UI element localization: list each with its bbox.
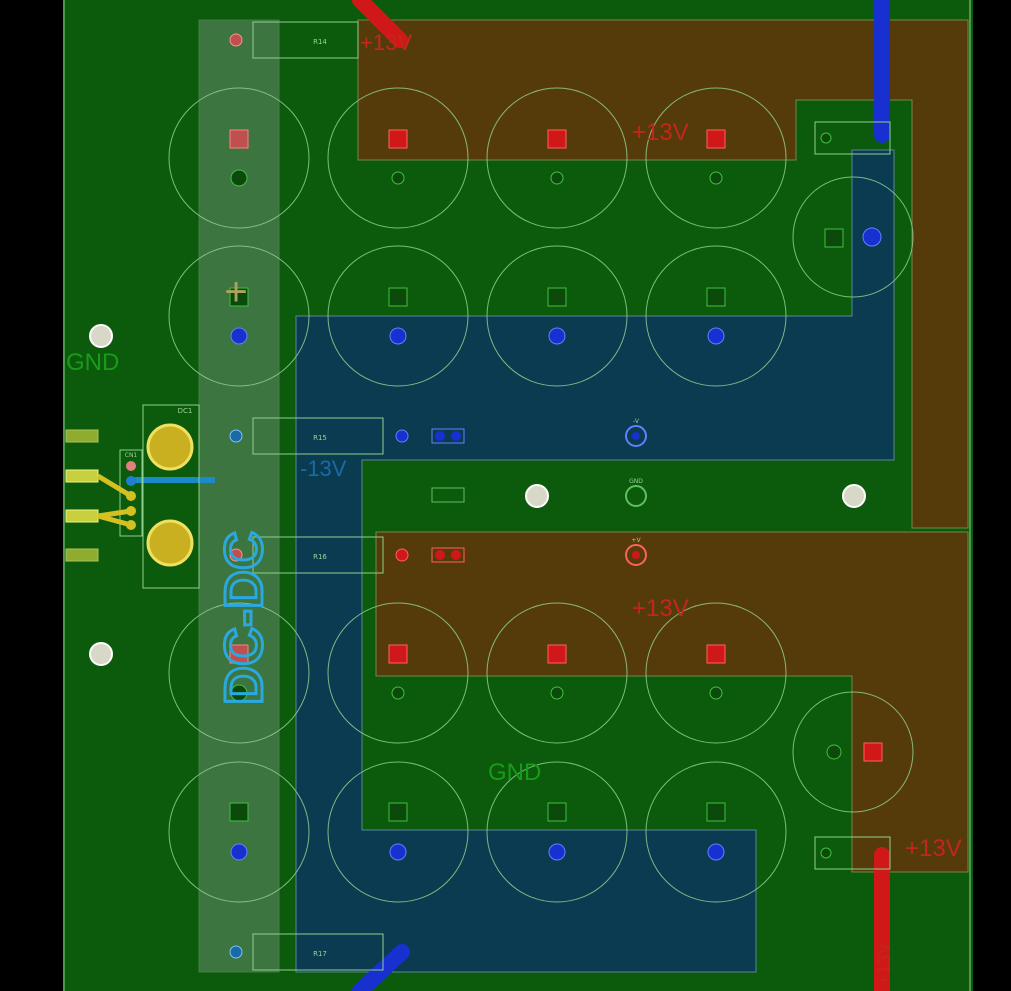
trace-neg-bottom[interactable] xyxy=(352,944,410,991)
resistor-r15-label: R15 xyxy=(313,434,327,442)
via-gnd[interactable] xyxy=(625,485,647,507)
net-label-pos-mid: +13V xyxy=(632,119,689,146)
input-traces xyxy=(96,473,133,528)
board-background xyxy=(63,0,973,991)
via-neg[interactable] xyxy=(625,425,647,447)
via-pos-core xyxy=(632,551,640,559)
board-title-silk: DC-DC xyxy=(214,531,274,705)
capacitor-pads-gnd[interactable] xyxy=(229,169,844,822)
silk-column-overlay xyxy=(198,19,280,973)
input-connector-outline xyxy=(119,449,143,537)
copper-pour-pos-bottom[interactable] xyxy=(375,531,969,873)
dcdc-module-outline xyxy=(142,404,200,589)
copper-pour-pos-top[interactable] xyxy=(357,19,969,529)
resistor-pad[interactable] xyxy=(229,945,243,959)
dcdc-label: DC1 xyxy=(178,407,193,415)
net-label-neg: -13V xyxy=(300,456,347,481)
via-gnd-label: GND xyxy=(629,478,643,485)
net-label-pos-bottom: +13V xyxy=(632,595,689,622)
resistor-pad[interactable] xyxy=(395,548,409,562)
edge-pads[interactable] xyxy=(65,429,99,562)
net-label-pos-vertical: +13V xyxy=(874,942,894,985)
resistor-pad[interactable] xyxy=(229,548,243,562)
capacitor-pads-neg[interactable] xyxy=(230,227,882,861)
resistor-pad[interactable] xyxy=(820,132,832,144)
net-label-gnd-center: GND xyxy=(488,759,541,786)
mounting-holes[interactable] xyxy=(89,324,866,666)
net-label-pos-right: +13V xyxy=(905,835,962,862)
capacitor-array xyxy=(168,87,914,903)
resistor-r14-label: R14 xyxy=(313,38,327,46)
resistor-pad[interactable] xyxy=(395,429,409,443)
via-neg-core xyxy=(632,432,640,440)
net-label-pos-top: +13V xyxy=(360,30,412,55)
resistor-pad[interactable] xyxy=(229,33,243,47)
resistor-r16-label: R16 xyxy=(313,553,327,561)
resistor-pad[interactable] xyxy=(820,847,832,859)
smd-parts[interactable] xyxy=(431,428,465,563)
trace-pos-top[interactable] xyxy=(352,0,408,48)
silk-plus-mark: + xyxy=(224,270,247,314)
resistor-outlines xyxy=(252,21,891,971)
copper-pour-neg[interactable] xyxy=(295,149,895,973)
dcdc-pad-out[interactable] xyxy=(146,519,194,567)
input-connector-label: CN1 xyxy=(125,452,138,459)
via-pos[interactable] xyxy=(625,544,647,566)
resistor-r17-label: R17 xyxy=(313,950,327,958)
net-label-gnd-left: GND xyxy=(66,349,119,376)
capacitor-pads-pos[interactable] xyxy=(229,129,883,762)
resistor-pad[interactable] xyxy=(229,429,243,443)
via-pos-label: +V xyxy=(631,537,641,544)
dcdc-pad-in[interactable] xyxy=(146,423,194,471)
via-neg-label: -V xyxy=(633,418,640,425)
